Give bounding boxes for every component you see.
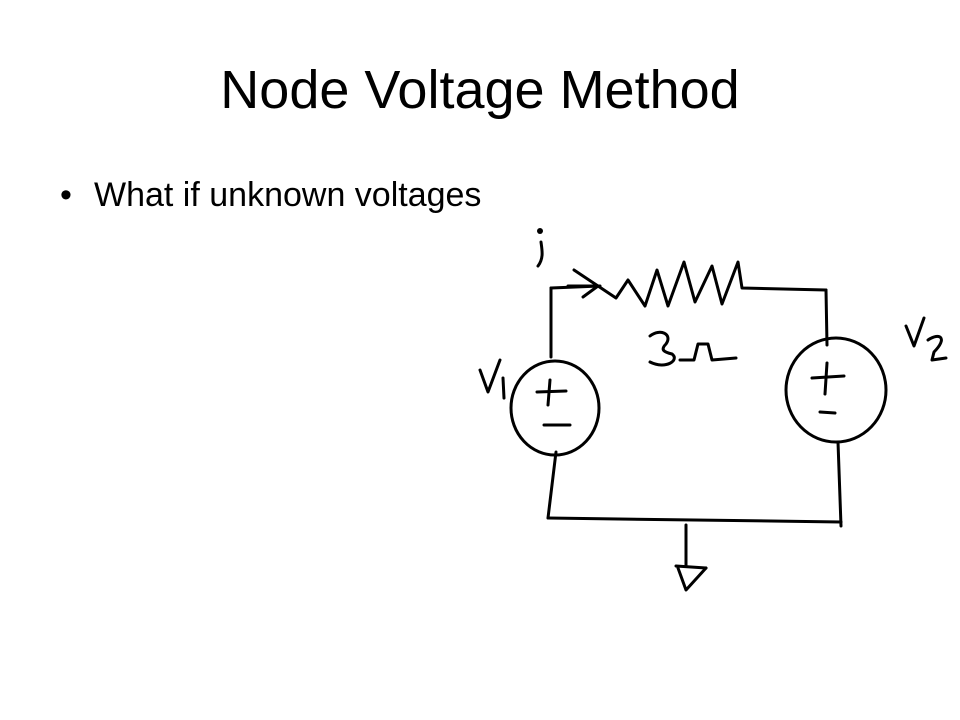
source-right-label: V2: [904, 316, 948, 362]
bullet-icon: •: [60, 176, 72, 214]
bullet-list: • What if unknown voltages: [60, 175, 481, 215]
voltage-source-left: [509, 359, 601, 457]
wire-bottom-left: [546, 450, 558, 520]
wire-bottom: [546, 516, 843, 524]
current-arrow-icon: [566, 268, 600, 299]
current-label-i: i: [536, 228, 544, 268]
wire-top-left-horizontal: [549, 284, 602, 290]
resistor-label: 3Ω: [648, 330, 738, 367]
wire-bottom-right: [836, 440, 843, 528]
bullet-item: • What if unknown voltages: [60, 175, 481, 215]
slide-title: Node Voltage Method: [220, 60, 740, 120]
bullet-text: What if unknown voltages: [94, 176, 482, 214]
voltage-source-right: [784, 336, 888, 444]
resistor-symbol: [596, 260, 828, 308]
wire-top-right: [824, 288, 829, 347]
ground-icon: [674, 523, 708, 592]
source-left-label: V1: [478, 358, 506, 400]
